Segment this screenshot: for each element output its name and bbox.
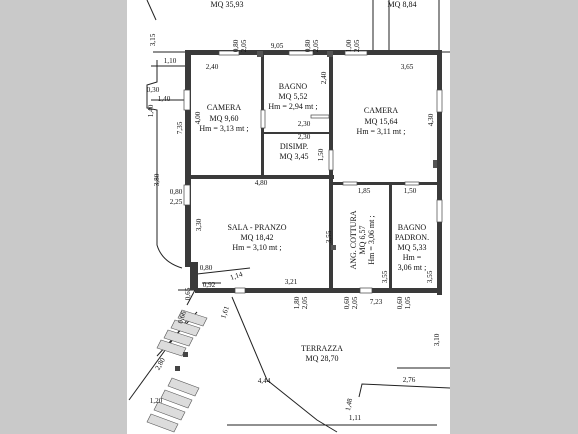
dim-150-a: 1,50 [317,148,325,161]
dim-140-b: 1,40 [147,104,155,117]
left-balcony-outline [146,60,183,269]
dim-205-b: 2,05 [312,39,320,52]
terrace-right-edge [358,383,450,398]
floor-plan-drawing: MQ 35,93 MQ 8,84 CAMERA MQ 9,60 Hm = 3,1… [128,0,450,433]
sala-area: MQ 18,42 [241,233,274,242]
dim-100: 1,00 [345,39,353,52]
dim-310: 3,10 [433,333,441,346]
camera-left-name: CAMERA [207,103,241,112]
dim-723: 7,23 [370,298,383,306]
top-left-wall [146,0,157,21]
dim-150-b: 1,50 [404,187,417,195]
dim-240-b: 2,40 [320,71,328,84]
floor-plan-sheet: MQ 35,93 MQ 8,84 CAMERA MQ 9,60 Hm = 3,1… [127,0,450,434]
angolo-height: Hm = 3,06 mt ; [367,215,376,264]
dim-030: 0,30 [147,86,160,94]
bagno-name: BAGNO [279,82,308,91]
dim-205-d: 2,05 [301,296,309,309]
stair-diagonal [186,289,196,306]
dim-161: 1,61 [219,305,231,320]
dim-315: 3,15 [149,33,157,46]
camera-right-name: CAMERA [364,106,398,115]
dim-355-a: 3,55 [325,230,333,243]
dim-120: 1,20 [150,397,163,405]
dimension-line-114 [196,267,251,275]
dim-205-c: 2,05 [353,39,361,52]
dim-280: 2,80 [154,356,167,371]
angolo-name: ANG. COTTURA [349,210,358,269]
dim-430: 4,30 [427,113,435,126]
dim-105: 1,05 [404,296,412,309]
top-left-area: MQ 35,93 [211,0,244,9]
dim-148: 1,48 [344,397,354,411]
dim-400: 4,00 [194,111,202,124]
terrazza-name: TERRAZZA [301,344,343,353]
bagno-height: Hm = 2,94 mt ; [268,102,317,111]
dim-276: 2,76 [403,376,416,384]
dim-355-b: 3,55 [381,270,389,283]
dim-444: 4,44 [258,377,271,385]
dim-180: 1,80 [293,296,301,309]
dim-240-a: 2,40 [206,63,219,71]
dim-111: 1,11 [349,414,362,422]
dim-080-a: 0,80 [170,188,183,196]
dim-205-top: 2,05 [240,39,248,52]
dim-735: 7,35 [176,121,184,134]
dim-080-c: 0,80 [200,264,213,272]
dim-060-a: 0,60 [343,296,351,309]
dim-480: 4,80 [255,179,268,187]
bagno-padron-height: 3,06 mt ; [398,263,427,272]
dim-065: 0,65 [184,287,192,300]
dim-066: 0,66 [176,310,188,325]
angolo-area: MQ 6,57 [358,226,367,255]
dim-380: 3,80 [153,173,161,186]
dim-114: 1,14 [229,270,244,282]
camera-left-height: Hm = 3,13 mt ; [199,124,248,133]
small-fixtures [257,51,437,250]
terrazza-area: MQ 28,70 [306,354,339,363]
dim-092: 0,92 [203,281,216,289]
bagno-padron-area: MQ 5,33 [398,243,427,252]
dim-080-top: 0,80 [232,39,240,52]
dim-225: 2,25 [170,198,183,206]
bagno-padron-name2: PADRON. [395,233,429,242]
bagno-padron-hm: Hm = [403,253,422,262]
bagno-padron-name: BAGNO [398,223,427,232]
dim-321: 3,21 [285,278,298,286]
sala-height: Hm = 3,10 mt ; [232,243,281,252]
dim-230-a: 2,30 [298,120,311,128]
dim-355-c: 3,55 [426,270,434,283]
disimp-area: MQ 3,45 [280,152,309,161]
stair-markers [175,352,188,371]
dim-365: 3,65 [401,63,414,71]
openings [183,50,443,294]
camera-right-height: Hm = 3,11 mt ; [357,127,406,136]
camera-left-area: MQ 9,60 [210,114,239,123]
dim-140-a: 1,40 [158,95,171,103]
stair-treads [146,309,208,433]
top-right-area: MQ 8,84 [388,0,417,9]
dim-330: 3,30 [195,218,203,231]
camera-right-area: MQ 15,64 [365,117,398,126]
terrace-left-edge [231,296,338,433]
dim-080-b: 0,80 [304,39,312,52]
dim-185: 1,85 [358,187,371,195]
dim-205-e: 2,05 [351,296,359,309]
dim-060-b: 0,60 [396,296,404,309]
bagno-area: MQ 5,52 [279,92,308,101]
sala-name: SALA - PRANZO [227,223,286,232]
dim-110: 1,10 [164,57,177,65]
dim-230-b: 2,30 [298,133,311,141]
disimp-name: DISIMP. [280,142,308,151]
dim-905: 9,05 [271,42,284,50]
